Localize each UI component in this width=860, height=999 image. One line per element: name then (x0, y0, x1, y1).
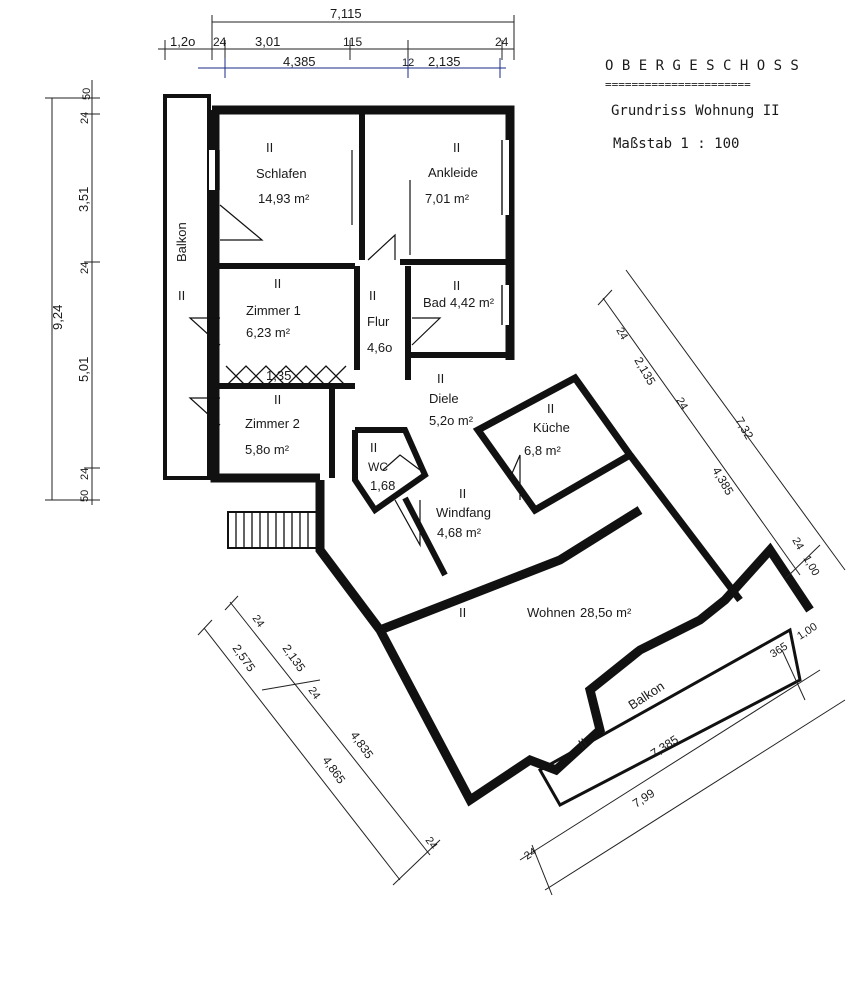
dim-top-2: 24 (213, 35, 227, 49)
room-name: Diele (429, 391, 459, 406)
room-name: Schlafen (256, 166, 307, 181)
title-underline: ====================== (605, 78, 751, 91)
room-area: 7,01 m² (425, 191, 470, 206)
room-level: II (437, 371, 444, 386)
room-area: 4,6o (367, 340, 392, 355)
dim-bl-3: 24 (306, 685, 323, 702)
dim-br-3: 7,385 (648, 732, 681, 760)
room-level: II (370, 440, 377, 455)
room-name: Balkon (625, 678, 667, 712)
room-diele: II Diele 5,2o m² (429, 371, 474, 428)
room-area: 5,8o m² (245, 442, 290, 457)
room-level: II (547, 401, 554, 416)
room-area: 28,5o m² (580, 605, 632, 620)
room-name: Bad (423, 295, 446, 310)
dim-top-b3: 2,135 (428, 54, 461, 69)
room-flur: II Flur 4,6o (367, 288, 392, 355)
room-area: 4,68 m² (437, 525, 482, 540)
dim-br-1: 365 (768, 640, 790, 660)
room-area: 6,8 m² (524, 443, 562, 458)
dim-br-2: 1,00 (795, 621, 820, 643)
bottom-left-dimension-chain: 24 2,135 24 2,575 4,835 4,865 24 (197, 595, 441, 886)
room-level: II (369, 288, 376, 303)
room-name: Balkon (174, 222, 189, 262)
room-labels: II Schlafen 14,93 m² II Ankleide 7,01 m²… (174, 140, 667, 752)
right-dimension-chain: 24 2,135 24 4,385 7,32 24 1,00 (597, 269, 846, 579)
room-name: Zimmer 2 (245, 416, 300, 431)
room-area: 4,42 m² (450, 295, 495, 310)
dim-right-6: 24 (789, 536, 806, 553)
room-area: 14,93 m² (258, 191, 310, 206)
dim-top-5: 24 (495, 35, 509, 49)
room-level: II (274, 392, 281, 407)
room-name: WC (368, 460, 388, 474)
room-name: Windfang (436, 505, 491, 520)
room-name: Zimmer 1 (246, 303, 301, 318)
dim-bl-7: 24 (423, 835, 440, 852)
dim-top-1: 1,2o (170, 34, 195, 49)
dim-right-1: 24 (613, 326, 630, 343)
left-dimension-chain: 9,24 50 24 3,51 24 5,01 24 50 (45, 80, 100, 505)
dim-bl-1: 24 (250, 613, 267, 630)
dim-top-b2: 12 (402, 57, 414, 69)
dim-left-3: 3,51 (76, 187, 91, 212)
room-wohnen: II Wohnen 28,5o m² (459, 605, 632, 620)
dim-right-7: 1,00 (800, 554, 821, 579)
plan-title: O B E R G E S C H O S S (605, 58, 799, 74)
dim-overall-top: 7,115 (330, 6, 362, 21)
dim-br-4: 7,99 (630, 786, 657, 811)
room-name: Wohnen (527, 605, 575, 620)
dim-left-4: 24 (79, 262, 91, 274)
room-kueche: II Küche 6,8 m² (524, 401, 570, 458)
room-level: II (459, 486, 466, 501)
dim-overall-left: 9,24 (50, 305, 65, 330)
room-zimmer-1: II Zimmer 1 6,23 m² (246, 276, 301, 340)
room-area: 1,68 (370, 478, 395, 493)
room-name: Küche (533, 420, 570, 435)
room-zimmer-2: II Zimmer 2 5,8o m² (245, 392, 300, 457)
dim-br-5: 24 (522, 846, 539, 863)
room-area: 5,2o m² (429, 413, 474, 428)
room-schlafen: II Schlafen 14,93 m² (256, 140, 310, 206)
room-area: 6,23 m² (246, 325, 291, 340)
room-windfang: II Windfang 4,68 m² (436, 486, 491, 540)
dim-left-6: 24 (79, 468, 91, 480)
dim-top-b1: 4,385 (283, 54, 316, 69)
dim-top-3: 3,01 (255, 34, 280, 49)
staircase (227, 511, 319, 549)
dim-right-3: 24 (673, 396, 690, 413)
plan-subtitle: Grundriss Wohnung II (611, 103, 780, 119)
room-level: II (453, 140, 460, 155)
room-level: II (459, 605, 466, 620)
dim-right-5: 7,32 (732, 415, 756, 443)
balkon-south-slab (537, 627, 802, 807)
dim-left-1: 50 (81, 88, 93, 100)
room-bad: II Bad 4,42 m² (423, 278, 495, 310)
dim-left-7: 50 (79, 490, 91, 502)
dim-bl-4: 2,575 (230, 642, 259, 675)
room-name: Flur (367, 314, 390, 329)
top-dimension-chain: 7,115 1,2o 24 3,01 115 24 4,385 12 2,135 (158, 6, 515, 78)
lower-block-walls (315, 373, 814, 807)
room-balkon-west: II Balkon (174, 222, 189, 303)
plan-scale: Maßstab 1 : 100 (613, 136, 739, 152)
room-level: II (178, 288, 185, 303)
upper-block-walls (163, 94, 515, 549)
dim-left-5: 5,01 (76, 357, 91, 382)
dim-top-4: 115 (343, 35, 362, 49)
room-name: Ankleide (428, 165, 478, 180)
room-wc: II WC 1,68 (368, 440, 395, 493)
room-ankleide: II Ankleide 7,01 m² (425, 140, 478, 206)
title-block: O B E R G E S C H O S S ================… (605, 58, 799, 152)
room-level: II (453, 278, 460, 293)
room-level: II (266, 140, 273, 155)
zimmer-span-dimension: 1,35 (266, 368, 291, 383)
dim-left-2: 24 (79, 112, 91, 124)
balkon-west-slab (163, 94, 211, 480)
room-level: II (274, 276, 281, 291)
dim-right-4: 4,385 (709, 465, 736, 498)
